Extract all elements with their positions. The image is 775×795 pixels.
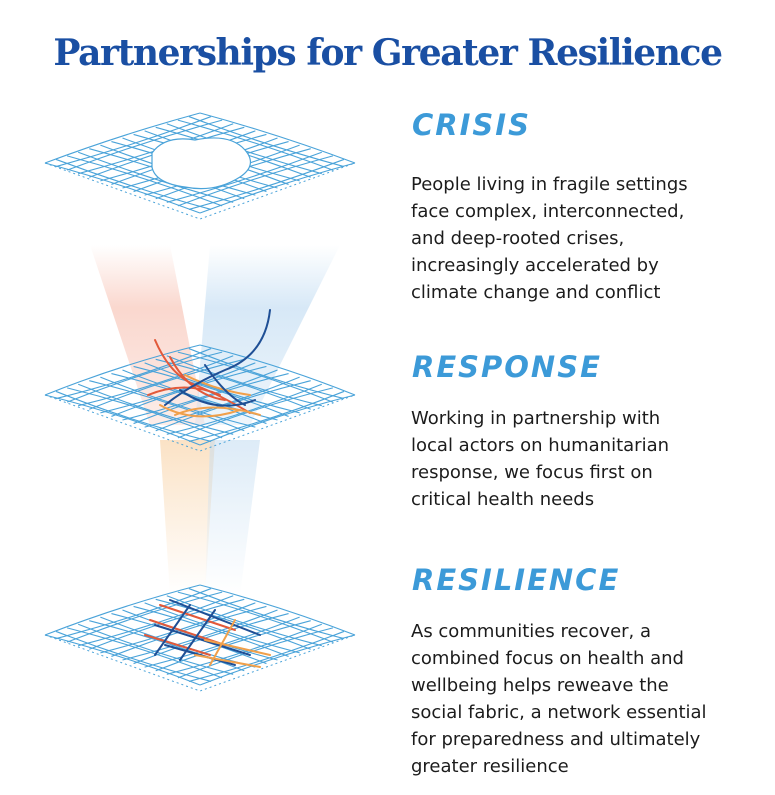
- description-line: increasingly accelerated by: [411, 255, 659, 276]
- mesh-strand: [188, 390, 345, 442]
- mesh-strand: [44, 344, 201, 396]
- mesh-strand: [199, 112, 356, 164]
- description-line: face complex, interconnected,: [411, 201, 685, 222]
- mesh-strand: [133, 605, 289, 657]
- mesh-strand: [111, 613, 267, 665]
- mesh-strand: [44, 584, 201, 636]
- mesh-strand: [166, 151, 322, 203]
- description-line: for preparedness and ultimately: [411, 729, 701, 750]
- mesh-strand: [78, 383, 234, 435]
- mesh-strand: [67, 387, 223, 439]
- mesh-strand: [188, 158, 345, 210]
- stage-description-resilience: As communities recover, a combined focus …: [411, 618, 761, 780]
- mesh-strand: [78, 355, 234, 407]
- stage-description-crisis: People living in fragile settings face co…: [411, 171, 761, 306]
- mesh-strand: [133, 365, 289, 417]
- mesh-strand: [166, 595, 322, 647]
- mesh-strand: [188, 588, 345, 640]
- page-title: Partnerships for Greater Resilience: [53, 32, 723, 75]
- mesh-strand: [78, 151, 234, 203]
- stage-heading-crisis: CRISIS: [412, 108, 531, 142]
- mesh-strand: [67, 627, 223, 679]
- light-beam-red: [90, 245, 205, 425]
- mesh-strand: [89, 598, 245, 650]
- mesh-strand: [166, 623, 322, 675]
- mesh-strand: [177, 155, 334, 207]
- mesh-strand: [55, 158, 212, 210]
- mesh-strand: [89, 358, 245, 410]
- mesh-strand: [177, 351, 334, 403]
- description-line: social fabric, a network essential: [411, 702, 707, 723]
- description-line: greater resilience: [411, 756, 569, 777]
- mesh-layer-3: [44, 584, 356, 692]
- mesh-strand: [55, 116, 212, 168]
- mesh-strand: [199, 162, 356, 214]
- stage-description-response: Working in partnership with local actors …: [411, 405, 761, 513]
- description-line: wellbeing helps reweave the: [411, 675, 669, 696]
- mesh-tear: [151, 137, 251, 190]
- woven-mesh-illustration: [44, 112, 356, 692]
- mesh-strand: [66, 351, 223, 403]
- light-beam-blue-lower: [205, 440, 260, 595]
- mesh-strand: [199, 394, 356, 446]
- mesh-strand: [199, 344, 356, 396]
- mesh-strand: [177, 591, 334, 643]
- mesh-strand: [78, 595, 234, 647]
- mesh-strand: [44, 112, 201, 164]
- stage-heading-response: RESPONSE: [412, 350, 602, 384]
- description-line: local actors on humanitarian: [411, 435, 670, 456]
- mesh-strand: [199, 584, 356, 636]
- mesh-layer-2: [44, 344, 356, 452]
- mesh-strand: [55, 588, 212, 640]
- response-threads: [147, 309, 271, 418]
- description-line: People living in fragile settings: [411, 174, 688, 195]
- mesh-strand: [44, 162, 201, 214]
- resilience-threads: [144, 599, 271, 668]
- mesh-strand: [55, 630, 212, 682]
- description-line: response, we focus first on: [411, 462, 653, 483]
- mesh-strand: [177, 627, 333, 679]
- mesh-edge: [44, 634, 356, 692]
- mesh-strand: [155, 620, 311, 672]
- stage-heading-resilience: RESILIENCE: [412, 563, 621, 597]
- description-line: As communities recover, a: [411, 621, 652, 642]
- mesh-strand: [177, 387, 333, 439]
- mesh-strand: [66, 591, 223, 643]
- mesh-strand: [188, 630, 345, 682]
- mesh-strand: [66, 155, 223, 207]
- mesh-strand: [177, 119, 334, 171]
- mesh-strand: [166, 383, 322, 435]
- mesh-strand: [133, 613, 289, 665]
- mesh-strand: [66, 119, 223, 171]
- description-line: climate change and conflict: [411, 282, 661, 303]
- description-line: and deep-rooted crises,: [411, 228, 625, 249]
- description-line: Working in partnership with: [411, 408, 661, 429]
- mesh-strand: [55, 390, 212, 442]
- light-beam-orange: [160, 440, 215, 595]
- description-line: combined focus on health and: [411, 648, 684, 669]
- mesh-strand: [78, 623, 234, 675]
- mesh-strand: [199, 634, 356, 686]
- mesh-strand: [100, 376, 256, 428]
- mesh-strand: [89, 620, 245, 672]
- mesh-strand: [44, 394, 201, 446]
- mesh-strand: [166, 355, 322, 407]
- mesh-strand: [44, 634, 201, 686]
- mesh-strand: [188, 116, 345, 168]
- description-line: critical health needs: [411, 489, 595, 510]
- mesh-strand: [111, 605, 267, 657]
